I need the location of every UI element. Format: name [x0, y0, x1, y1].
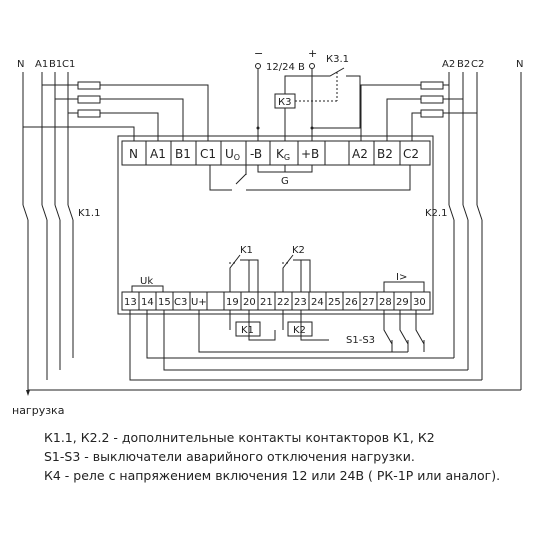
bterm-27: 27	[362, 297, 375, 308]
supply-voltage: 12/24 В	[266, 62, 305, 73]
right-top-wiring	[360, 84, 477, 141]
left-phase-b1: B1	[49, 59, 62, 70]
k3-contact-label: К3.1	[326, 54, 349, 65]
terminal-uo: UO	[225, 147, 240, 162]
k21-label: K2.1	[425, 208, 447, 219]
bottom-wiring	[129, 310, 482, 381]
wiring-diagram: N A1 B1 C1 A2 B2 C2 N − + 12/24 В К3.1 К…	[12, 47, 523, 417]
minus-sign: −	[254, 47, 263, 60]
internal-wiring-top	[209, 165, 411, 191]
left-phase-lines	[22, 72, 74, 390]
left-phase-n: N	[17, 59, 24, 70]
terminal-b1: B1	[175, 147, 191, 161]
bterm-29: 29	[396, 297, 409, 308]
bterm-21: 21	[260, 297, 273, 308]
bterm-19: 19	[226, 297, 239, 308]
bterm-u-plus: U+	[191, 297, 207, 308]
terminal-plus-b: +B	[301, 147, 319, 161]
bterm-22: 22	[277, 297, 290, 308]
k3-relay-label: К3	[278, 97, 291, 108]
k1-coil	[235, 321, 261, 337]
bottom-terminal-strip	[121, 291, 431, 311]
bterm-23: 23	[294, 297, 307, 308]
left-phase-c1: C1	[62, 59, 75, 70]
legend-line-1: К1.1, К2.2 - дополнительные контакты кон…	[44, 430, 435, 445]
terminal-c2: C2	[403, 147, 419, 161]
relay-body	[117, 135, 434, 315]
bterm-15: 15	[158, 297, 171, 308]
load-label: нагрузка	[12, 404, 64, 417]
legend-line-2: S1-S3 - выключатели аварийного отключени…	[44, 449, 415, 464]
k2-label: K2	[292, 245, 305, 256]
terminal-b2: B2	[377, 147, 393, 161]
terminal-kg: KG	[276, 147, 290, 162]
uk-bracket	[131, 285, 164, 292]
left-fuses	[77, 81, 101, 118]
left-phase-a1: A1	[35, 59, 48, 70]
legend: К1.1, К2.2 - дополнительные контакты кон…	[44, 428, 500, 485]
bterm-c3: C3	[174, 297, 187, 308]
terminal-a2: A2	[352, 147, 368, 161]
bterm-30: 30	[413, 297, 426, 308]
s1-s3-switches	[383, 310, 425, 352]
left-top-wiring	[23, 84, 209, 141]
k2-coil	[287, 321, 313, 337]
internal-relay-contacts	[229, 254, 425, 292]
right-phase-b2: B2	[457, 59, 470, 70]
junction-node-2	[310, 126, 314, 130]
right-phase-n: N	[516, 59, 523, 70]
bterm-24: 24	[311, 297, 324, 308]
uk-label: Uk	[140, 276, 153, 287]
terminal-n: N	[129, 147, 138, 161]
bterm-13: 13	[124, 297, 137, 308]
top-terminal-dividers	[145, 141, 401, 165]
supply-circuit	[255, 63, 361, 141]
k11-label: K1.1	[78, 208, 100, 219]
right-phase-a2: A2	[442, 59, 455, 70]
top-terminal-strip	[121, 140, 431, 166]
legend-line-3: К4 - реле с напряжением включения 12 или…	[44, 468, 501, 483]
junction-node	[256, 126, 260, 130]
current-label: I>	[396, 272, 407, 283]
bterm-20: 20	[243, 297, 256, 308]
right-phase-lines	[448, 72, 522, 390]
bterm-14: 14	[141, 297, 154, 308]
group-label-g: G	[281, 176, 289, 187]
k1-label: K1	[240, 245, 253, 256]
terminal-minus-b: -B	[250, 147, 262, 161]
s1-s3-label: S1-S3	[346, 335, 375, 346]
k2-coil-label: K2	[293, 325, 306, 336]
bterm-25: 25	[328, 297, 341, 308]
plus-sign: +	[308, 47, 317, 60]
terminal-a1: A1	[150, 147, 166, 161]
terminal-c1: C1	[200, 147, 216, 161]
bterm-26: 26	[345, 297, 358, 308]
right-phase-c2: C2	[471, 59, 484, 70]
right-fuses	[420, 81, 444, 118]
arrow-marker-left	[26, 390, 30, 396]
bottom-terminal-dividers	[138, 292, 412, 310]
bterm-28: 28	[379, 297, 392, 308]
k1-coil-label: K1	[241, 325, 254, 336]
